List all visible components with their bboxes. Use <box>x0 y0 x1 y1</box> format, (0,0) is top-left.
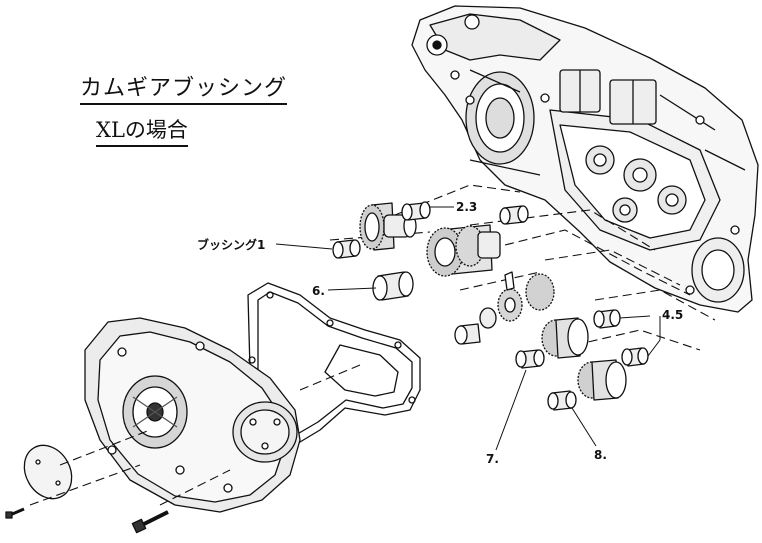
bushing-6 <box>372 271 414 301</box>
cam-gear-4 <box>541 317 589 359</box>
cover-bolt <box>131 510 169 534</box>
cam-gear-5 <box>577 359 627 401</box>
title-heading: カムギアブッシング <box>80 70 288 105</box>
pinion-gear <box>479 271 555 329</box>
bushing-1 <box>332 239 361 259</box>
bushing-3 <box>499 205 529 225</box>
callout-4-5: 4.5 <box>662 308 684 322</box>
cam-gear-1 <box>359 202 417 251</box>
cam-gear-main <box>426 224 501 277</box>
bushing-8 <box>547 390 577 411</box>
callout-7: 7. <box>486 452 499 466</box>
bushing-2 <box>401 201 431 221</box>
crankcase <box>411 5 759 313</box>
callout-8: 8. <box>594 448 607 462</box>
alignment-lines <box>29 184 716 506</box>
leader-lines <box>275 206 661 451</box>
callout-bushing-1: ブッシング1 <box>197 238 266 252</box>
subtitle-heading: XLの場合 <box>96 114 188 147</box>
timer-cover-plate <box>23 444 73 500</box>
bushing-loose <box>454 323 481 345</box>
bushing-4 <box>593 309 621 329</box>
bushing-7 <box>515 349 545 369</box>
callout-2-3: 2.3 <box>456 200 478 214</box>
callout-6: 6. <box>312 284 325 298</box>
plate-screw <box>5 507 25 519</box>
cam-cover <box>84 317 301 513</box>
bushing-5 <box>621 347 649 367</box>
